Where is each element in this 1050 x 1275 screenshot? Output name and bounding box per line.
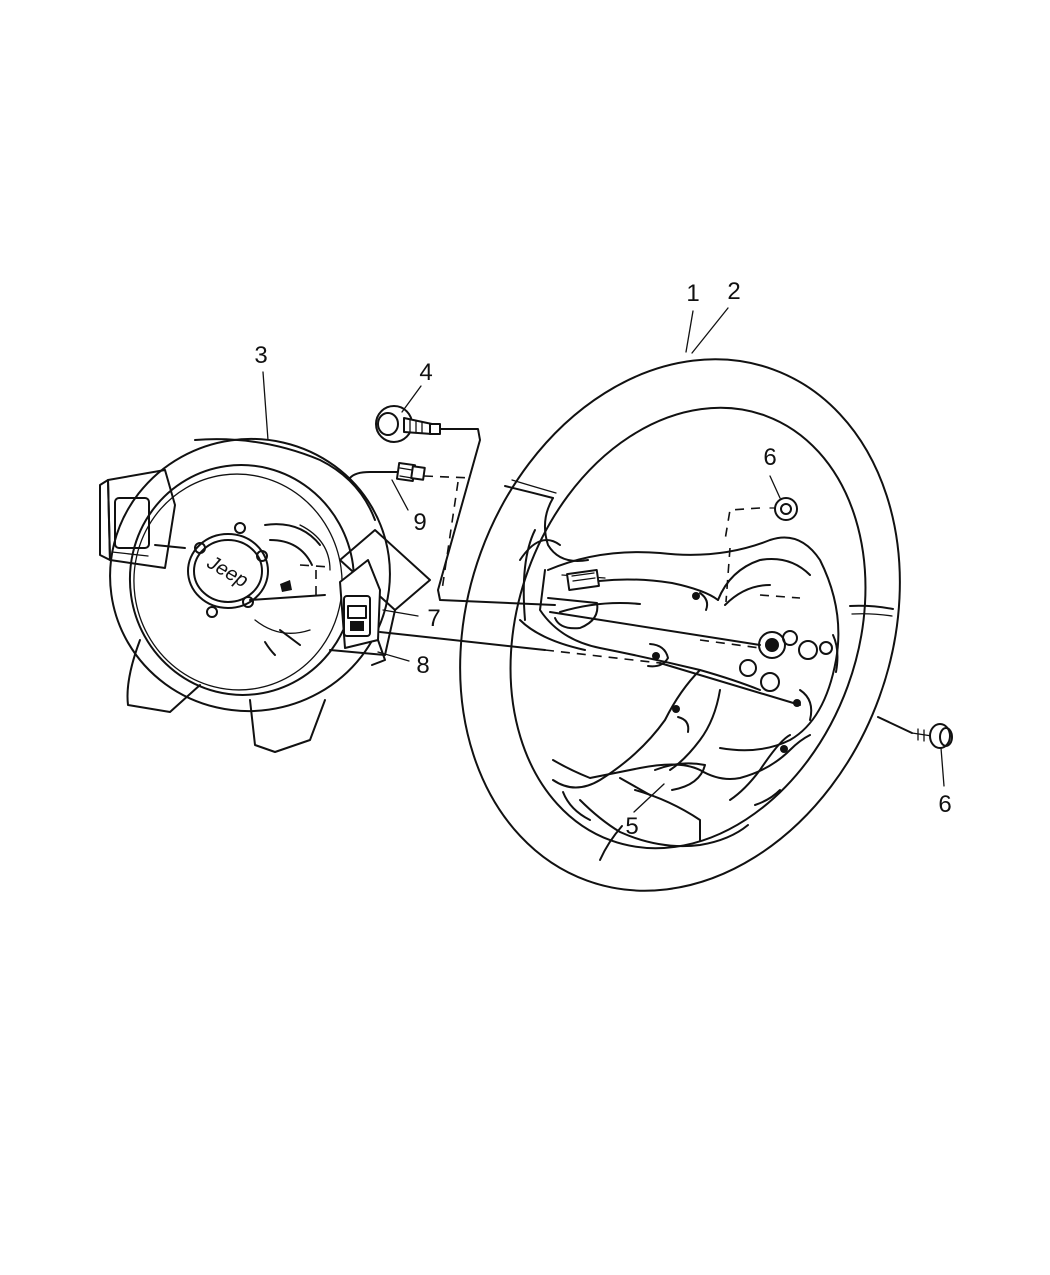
callout-3: 3 [254, 342, 267, 369]
callout-9: 9 [413, 509, 426, 536]
callout-4: 4 [419, 359, 432, 386]
jeep-logo-text: Jeep [202, 551, 251, 592]
callout-6-lower: 6 [938, 791, 951, 818]
bolt-part-6-lower [911, 723, 953, 749]
switch-assembly [339, 559, 386, 666]
leader-6a [769, 475, 781, 499]
leader-7 [382, 609, 419, 617]
leader-4 [401, 385, 422, 413]
leader-8 [377, 651, 410, 662]
callout-6-upper: 6 [763, 444, 776, 471]
callout-7: 7 [427, 605, 440, 632]
nut-part-6-upper [769, 497, 798, 521]
bolt-part-4 [375, 405, 441, 443]
assembly-lines [299, 428, 913, 734]
leader-2 [691, 307, 729, 354]
callout-8: 8 [416, 652, 429, 679]
leader-9 [391, 479, 409, 511]
leader-1 [685, 310, 694, 353]
callouts: 1 2 3 4 5 6 6 7 8 9 [254, 278, 951, 840]
leader-6b [940, 747, 945, 787]
callout-5: 5 [625, 813, 638, 840]
leader-5 [633, 783, 665, 813]
callout-1: 1 [686, 280, 699, 307]
callout-2: 2 [727, 278, 740, 305]
steering-wheel [459, 358, 901, 892]
callout-leaders [262, 307, 945, 813]
leader-3 [262, 371, 269, 441]
